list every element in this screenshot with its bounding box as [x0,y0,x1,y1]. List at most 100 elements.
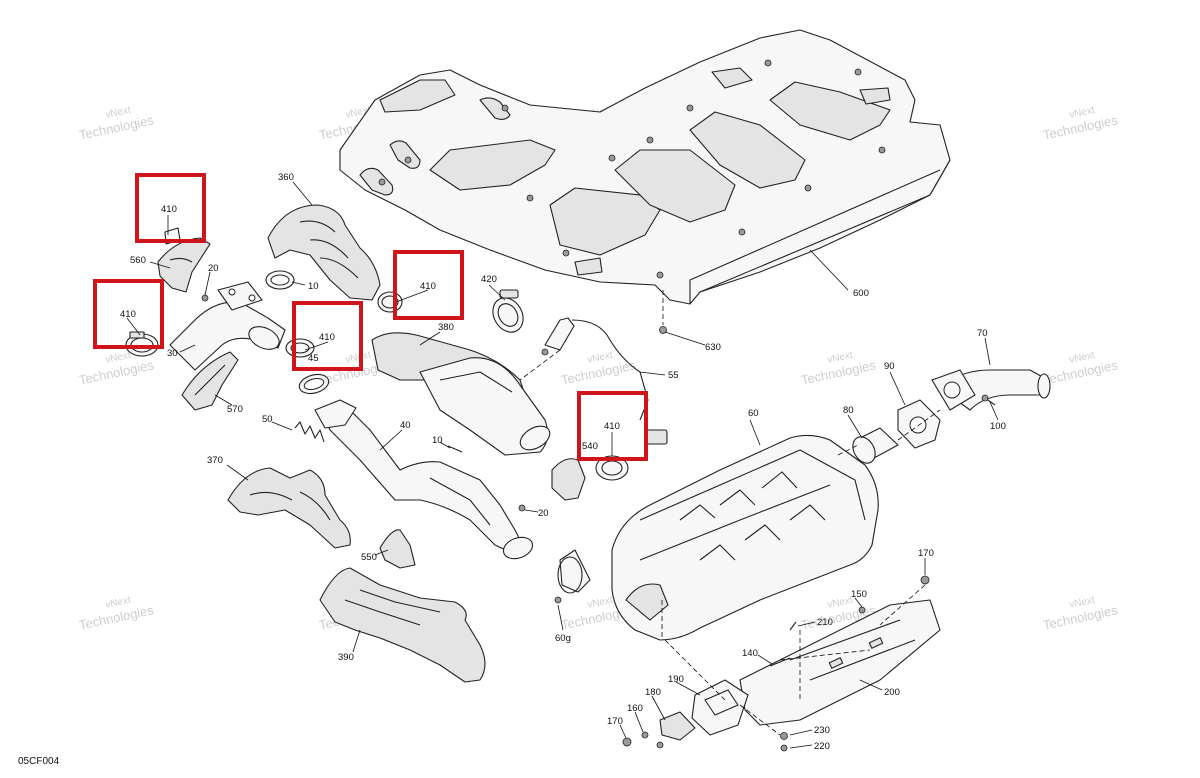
label-40: 40 [400,420,411,431]
part-160-washer [641,731,649,739]
highlight-box-410-d[interactable] [393,250,464,320]
part-540-shield [551,458,586,501]
hardware [622,575,930,752]
part-410-clamp-b [125,331,159,357]
watermark-line1: vNext [104,350,132,366]
part-600-skid-plate [339,29,951,305]
highlight-box-410-e[interactable] [577,391,648,461]
label-390: 390 [338,652,354,663]
label-410-c: 410 [319,332,335,343]
part-230-washer [780,732,788,740]
label-10-a: 10 [308,281,319,292]
label-600: 600 [853,288,869,299]
part-630-fastener [659,326,667,334]
label-560: 560 [130,255,146,266]
watermark-line1: vNext [586,350,614,366]
label-210: 210 [817,617,833,628]
part-410-clamp-d [377,291,403,313]
part-55-oxygen-sensor [541,317,668,445]
label-220: 220 [814,741,830,752]
part-170-nut-b [622,737,632,747]
watermark-line1: vNext [104,595,132,611]
part-190-isolator [691,679,749,736]
watermark-line1: vNext [1068,350,1096,366]
part-550-shield [379,529,416,569]
label-230: 230 [814,725,830,736]
part-labels: 360 410 560 20 10 410 30 410 45 410 380 … [120,172,1006,752]
label-170-a: 170 [918,548,934,559]
part-90-gasket [897,399,941,449]
watermark-line1: vNext [1068,105,1096,121]
part-140-bolt [769,657,791,667]
label-410-e: 410 [604,421,620,432]
label-410-b: 410 [120,309,136,320]
part-60g-clamp [554,549,591,604]
label-360: 360 [278,172,294,183]
part-220-nut [780,744,788,752]
part-570-shield [181,351,239,411]
part-50-spring [294,421,325,443]
label-540: 540 [582,441,598,452]
diagram-code: 05CF004 [18,756,60,767]
part-10-gasket-a [265,270,295,290]
part-360-heat-shield [267,204,381,301]
label-140: 140 [742,648,758,659]
label-80: 80 [843,405,854,416]
highlight-box-410-b[interactable] [93,279,164,349]
label-370: 370 [207,455,223,466]
part-10-stud-b [447,445,463,453]
part-210-screw [789,621,797,631]
part-370-heat-shield [227,467,351,549]
label-100: 100 [990,421,1006,432]
part-20-bolt-b [518,504,526,512]
label-20-a: 20 [208,263,219,274]
part-390-heat-shield [319,567,486,683]
part-560-shield [157,237,211,293]
part-60-muffler [611,434,879,641]
label-570: 570 [227,404,243,415]
label-20-b: 20 [538,508,549,519]
part-80-pipe [852,427,899,464]
part-washer [656,741,664,749]
part-70-tailpipe [931,369,1051,411]
part-100-bolt [981,394,996,406]
label-160: 160 [627,703,643,714]
label-550: 550 [361,552,377,563]
label-90: 90 [884,361,895,372]
label-410-a: 410 [161,204,177,215]
label-630: 630 [705,342,721,353]
part-420-clamp [492,289,524,333]
label-70: 70 [977,328,988,339]
label-410-d: 410 [420,281,436,292]
part-180-isolator [659,711,696,741]
watermark-line1: vNext [826,350,854,366]
part-150-washer [858,606,866,614]
label-30: 30 [167,348,178,359]
label-380: 380 [438,322,454,333]
assembly-lines [519,290,941,736]
label-200: 200 [884,687,900,698]
label-60: 60 [748,408,759,419]
part-40-mid-pipe [314,399,534,560]
part-30-elbow-pipe [169,281,286,371]
watermark-line1: vNext [586,595,614,611]
part-200-bracket [739,599,941,726]
part-380-catalytic-converter [371,332,551,456]
leader-lines [126,181,999,749]
label-55: 55 [668,370,679,381]
part-170-nut-a [920,575,930,585]
label-170-b: 170 [607,716,623,727]
highlight-boxes [93,173,648,461]
highlight-box-410-c[interactable] [292,301,363,371]
highlight-box-410-a[interactable] [135,173,206,243]
label-420: 420 [481,274,497,285]
label-60g: 60g [555,633,571,644]
watermark-line1: vNext [104,105,132,121]
label-10-b: 10 [432,435,443,446]
watermark-line1: vNext [1068,595,1096,611]
watermark-line1: vNext [826,595,854,611]
label-180: 180 [645,687,661,698]
label-190: 190 [668,674,684,685]
watermark-line1: vNext [344,350,372,366]
